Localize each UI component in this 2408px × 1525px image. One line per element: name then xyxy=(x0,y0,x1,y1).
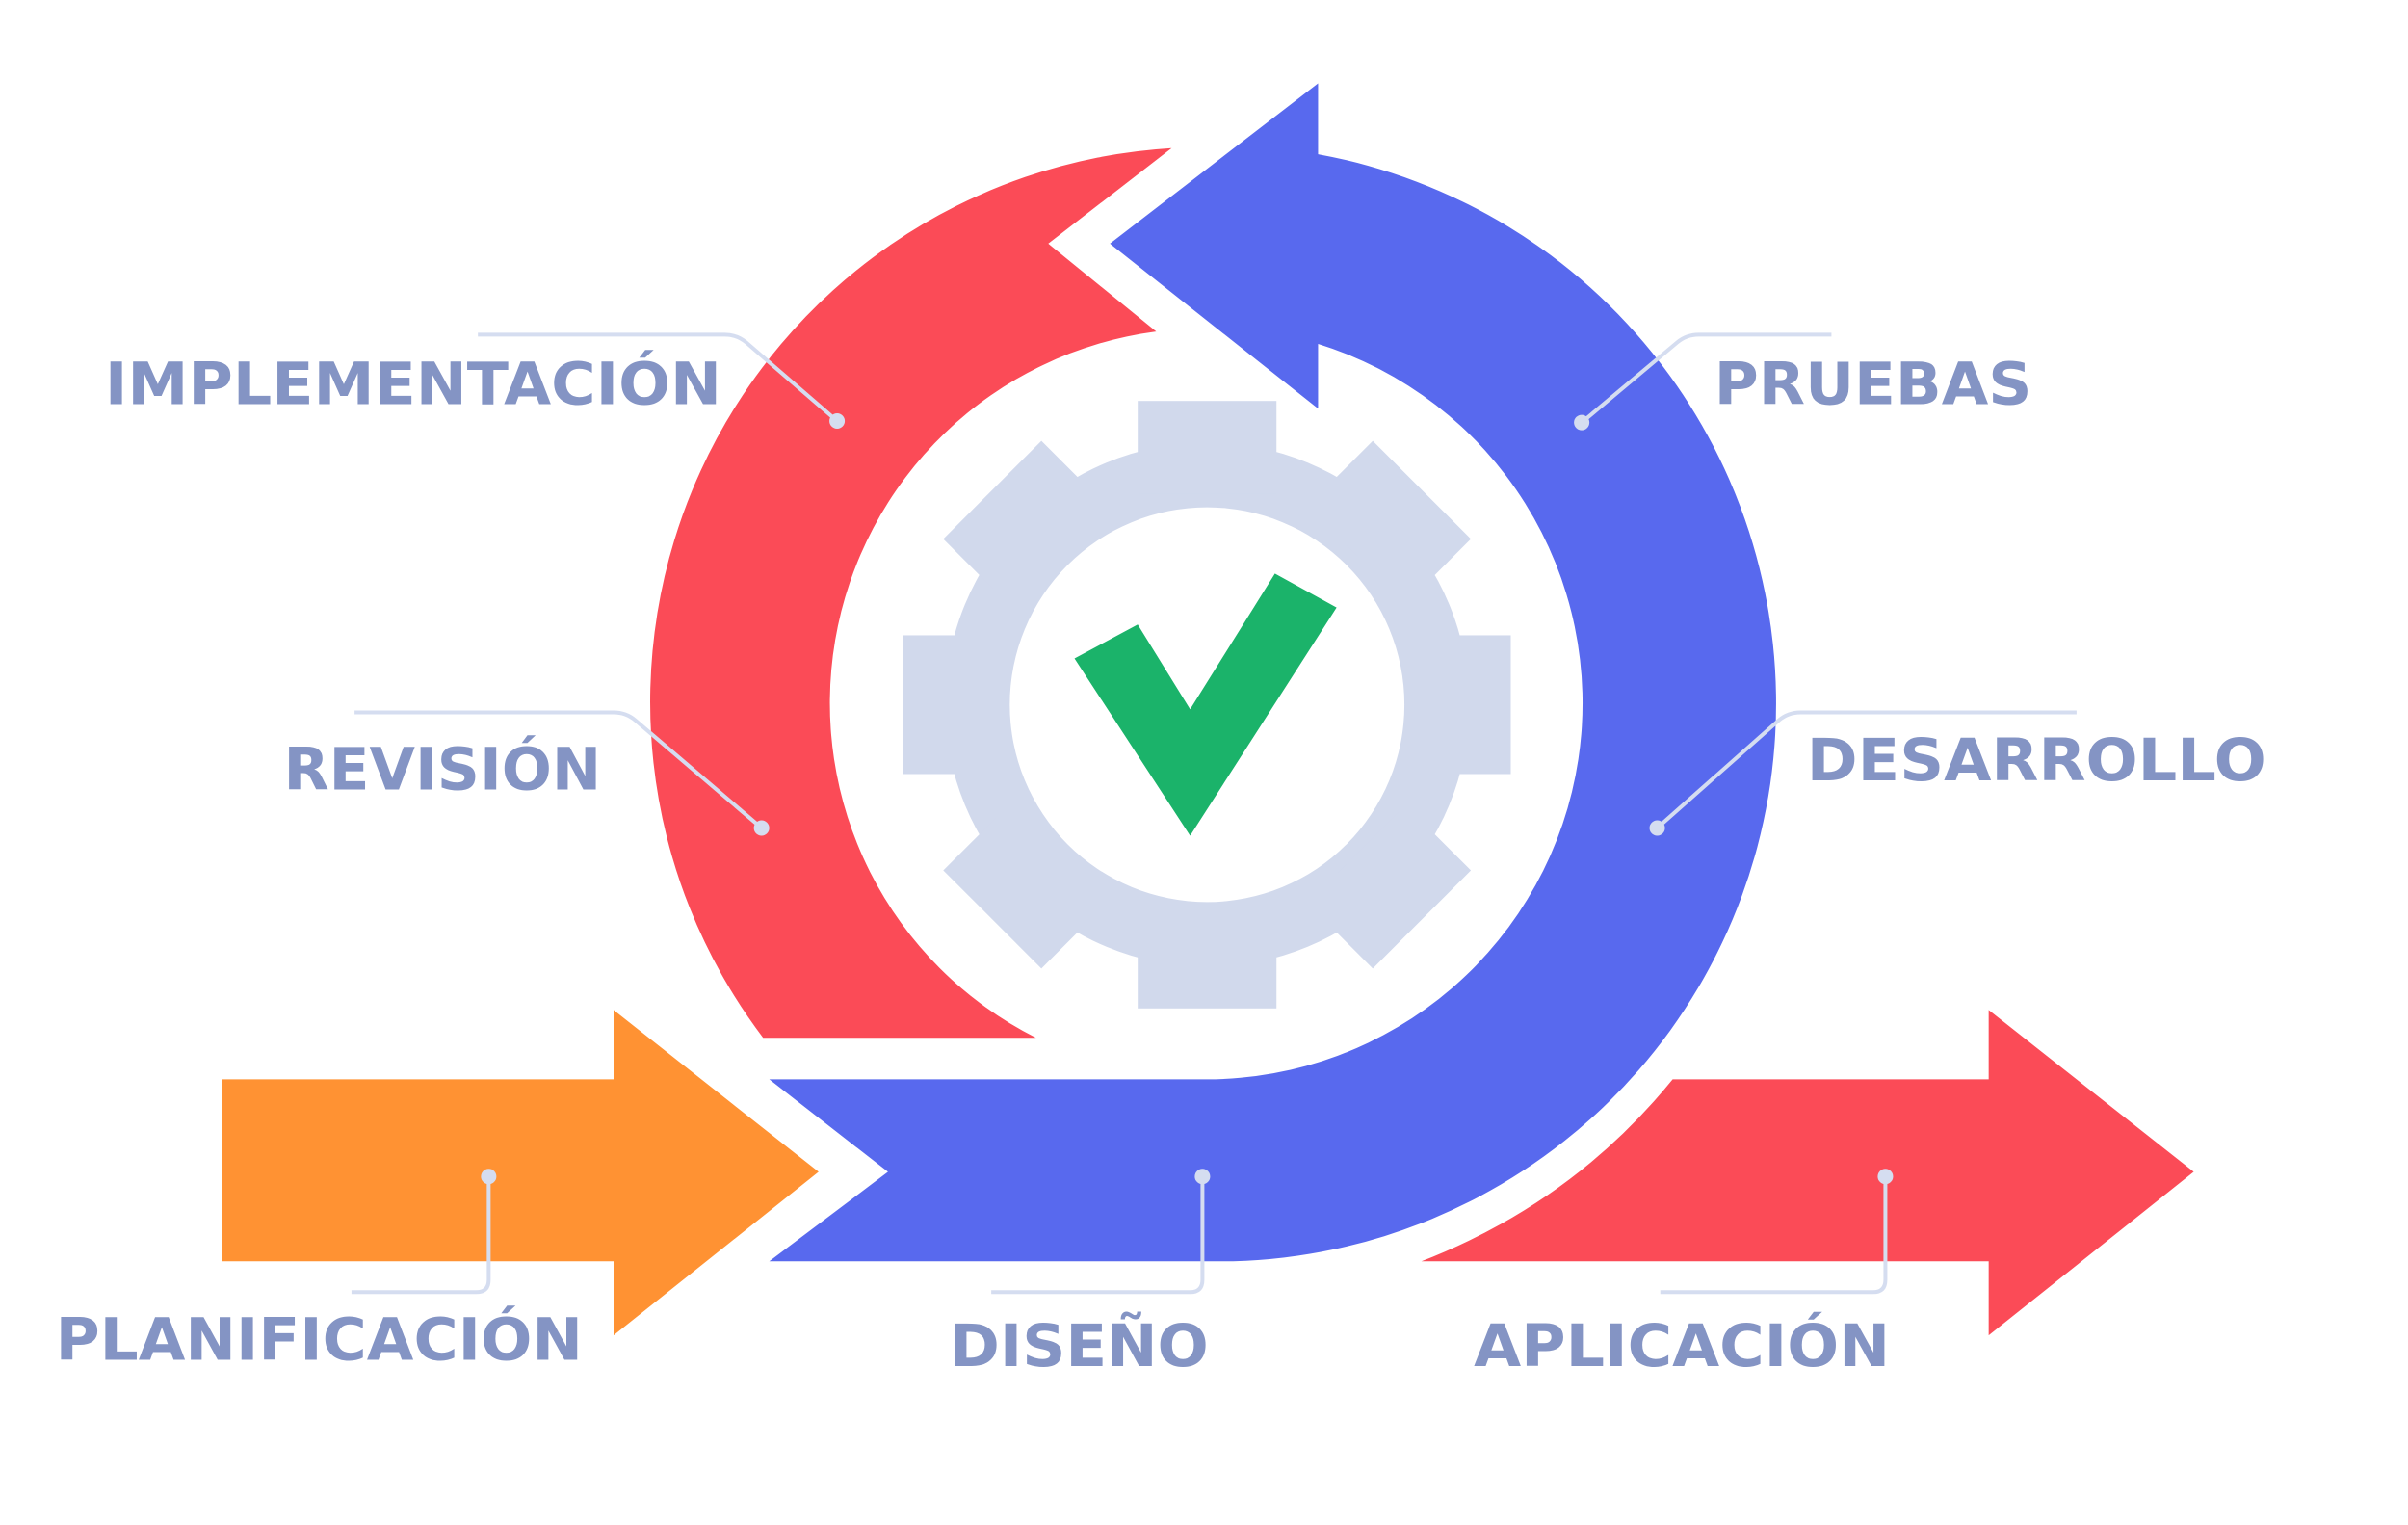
gear-tooth xyxy=(1307,804,1472,969)
design-development-testing-arc-arrow xyxy=(769,83,1776,1262)
gear-tooth xyxy=(1307,440,1472,605)
checkmark-icon xyxy=(1074,573,1337,836)
label-diseno: DISEÑO xyxy=(950,1311,1209,1380)
leader-diseno xyxy=(991,1169,1211,1295)
gear-tooth xyxy=(1138,401,1277,494)
planning-arrow xyxy=(222,1010,819,1336)
gear-tooth xyxy=(903,635,996,775)
label-aplicacion: APLICACIÓN xyxy=(1474,1312,1890,1380)
label-pruebas: PRUEBAS xyxy=(1714,351,2032,418)
leader-implementacion xyxy=(478,332,846,429)
gear-tooth xyxy=(1138,915,1277,1009)
label-planificacion: PLANIFICACIÓN xyxy=(56,1306,583,1375)
label-revision: REVISIÓN xyxy=(283,736,601,804)
leader-revision xyxy=(354,710,770,836)
deployment-arrow xyxy=(1421,1010,2194,1336)
gear-tooth xyxy=(943,440,1108,605)
gear-tooth xyxy=(1418,635,1511,775)
leader-planificacion xyxy=(351,1169,497,1295)
leader-aplicacion xyxy=(1660,1169,1894,1295)
gear-tooth xyxy=(943,804,1108,969)
label-desarrollo: DESARROLLO xyxy=(1807,727,2266,795)
leader-pruebas xyxy=(1574,332,1832,431)
label-implementacion: IMPLEMENTACIÓN xyxy=(105,350,721,418)
leader-desarrollo xyxy=(1649,710,2077,836)
